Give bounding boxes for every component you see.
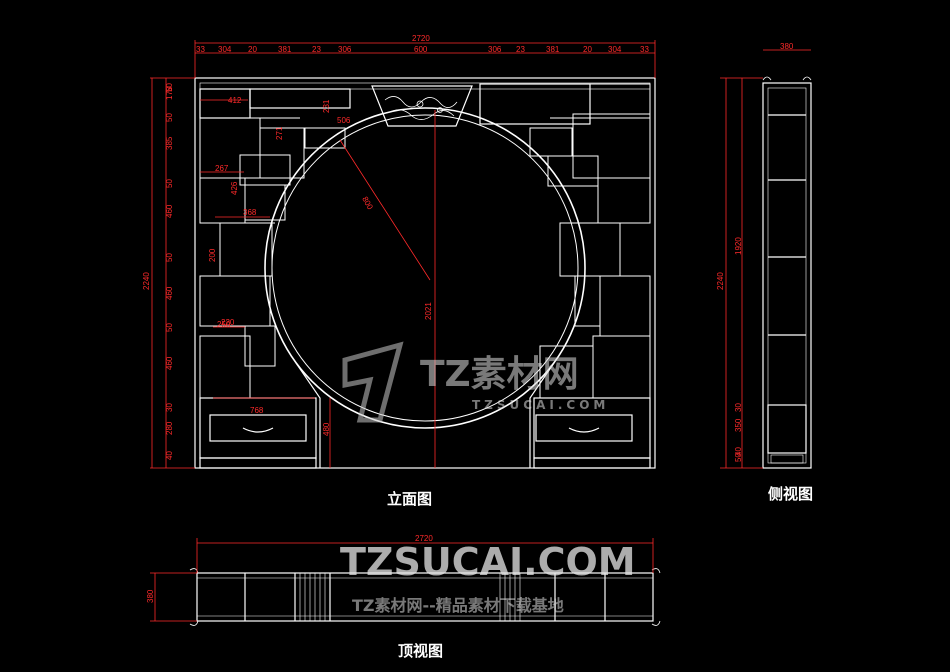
- elevation-dimensions: [150, 40, 656, 469]
- left-segment-dim: 460: [165, 204, 174, 218]
- top-segment-dim: 23: [312, 45, 321, 54]
- overall-width-dim: 2720: [412, 34, 430, 43]
- v-271-dim: 271: [275, 126, 284, 140]
- elevation-view: [194, 77, 656, 469]
- overall-height-dim: 2240: [142, 272, 151, 290]
- side-view-title: 侧视图: [768, 485, 814, 503]
- left-segment-dim: 280: [165, 421, 174, 435]
- watermark-center: TZSUCAI.COM: [340, 540, 636, 584]
- v-231-dim: 231: [322, 99, 331, 113]
- shelf-220-dim: 220: [221, 318, 235, 327]
- drawer-height-dim: 480: [322, 422, 331, 436]
- top-segment-dim: 304: [608, 45, 622, 54]
- top-view-depth-dim: 380: [146, 589, 155, 603]
- opening-top-dim: 506: [337, 116, 351, 125]
- top-segment-dim: 20: [583, 45, 592, 54]
- top-dimensions: [150, 538, 654, 622]
- side-part-dim: 350: [734, 418, 743, 432]
- top-segment-dim: 306: [488, 45, 502, 54]
- top-segment-dim: 381: [278, 45, 292, 54]
- top-view-title: 顶视图: [398, 642, 444, 660]
- watermark-logo: [342, 341, 404, 423]
- left-segment-dim: 460: [165, 356, 174, 370]
- left-segment-dim: 385: [165, 136, 174, 150]
- side-dimensions: [720, 49, 811, 469]
- v-200-dim: 200: [208, 248, 217, 262]
- elevation-title: 立面图: [387, 490, 433, 508]
- top-segment-dim: 600: [414, 45, 428, 54]
- left-segment-dim: 460: [165, 286, 174, 300]
- left-segment-dim: 50: [165, 323, 174, 332]
- side-view: [762, 76, 812, 469]
- drawer-width-dim: 768: [250, 406, 264, 415]
- left-segment-dim: 50: [165, 113, 174, 122]
- top-view: [189, 568, 661, 626]
- top-segment-dim: 23: [516, 45, 525, 54]
- arch-height-dim: 2021: [424, 302, 433, 320]
- watermark-brand: TZ素材网: [420, 354, 579, 395]
- top-view-width-dim: 2720: [415, 534, 433, 543]
- left-segment-dim: 50: [165, 179, 174, 188]
- watermark-tagline: TZ素材网--精品素材下载基地: [352, 596, 564, 615]
- watermark-domain: TZSUCAI.COM: [472, 398, 610, 412]
- shelf-250-dim: 250: [217, 320, 231, 329]
- top-segment-dim: 33: [640, 45, 649, 54]
- v-426-dim: 426: [230, 181, 239, 195]
- left-segment-dim: 30: [165, 403, 174, 412]
- left-drawer-cabinet: [199, 397, 317, 469]
- shelf-368-dim: 368: [243, 208, 257, 217]
- moon-gate-outer: [264, 107, 586, 429]
- side-part-dim: 30: [734, 403, 743, 412]
- left-segment-dim: 178: [165, 86, 174, 100]
- top-segment-dim: 306: [338, 45, 352, 54]
- side-height-dim: 2240: [716, 272, 725, 290]
- top-segment-dim: 304: [218, 45, 232, 54]
- left-shelves: [199, 117, 346, 399]
- left-segment-dim: 50: [165, 253, 174, 262]
- right-drawer-cabinet: [533, 397, 651, 469]
- left-segment-dim: 40: [165, 451, 174, 460]
- side-part-dim: 50: [734, 453, 743, 462]
- side-inner-height-dim: 1920: [734, 237, 743, 255]
- top-segment-dim: 20: [248, 45, 257, 54]
- top-segment-dim: 381: [546, 45, 560, 54]
- shelf-267-dim: 267: [215, 164, 229, 173]
- side-depth-dim: 380: [780, 42, 794, 51]
- shelf-412-dim: 412: [228, 96, 242, 105]
- top-segment-dim: 33: [196, 45, 205, 54]
